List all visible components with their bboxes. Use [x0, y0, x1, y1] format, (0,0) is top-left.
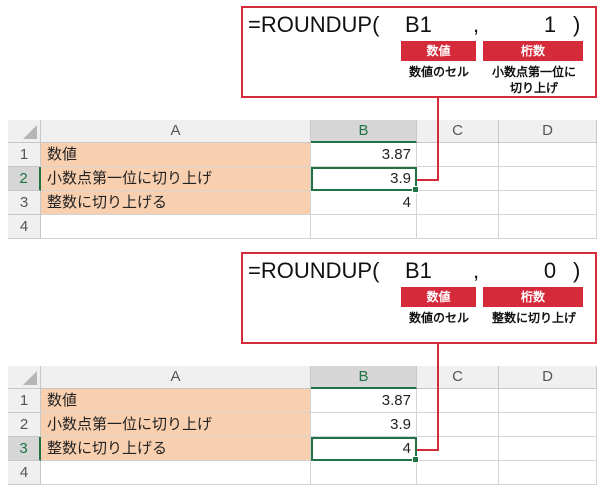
cell-c2[interactable] [417, 167, 499, 191]
cell-d2[interactable] [499, 413, 597, 437]
column-header-b[interactable]: B [311, 366, 417, 389]
cell-c3[interactable] [417, 191, 499, 215]
cell-b2-active[interactable]: 3.9 [311, 167, 419, 193]
row-header-2[interactable]: 2 [8, 413, 41, 437]
digits-badge: 桁数 [483, 41, 583, 61]
column-header-a[interactable]: A [41, 120, 311, 143]
formula-arg-number: B1 [405, 12, 432, 37]
cell-b4[interactable] [311, 461, 417, 485]
number-badge: 数値 [401, 287, 476, 307]
digits-description: 整数に切り上げ [477, 310, 591, 326]
column-header-d[interactable]: D [499, 366, 597, 389]
cell-d4[interactable] [499, 215, 597, 239]
row-header-3[interactable]: 3 [8, 437, 41, 461]
column-header-b[interactable]: B [311, 120, 417, 143]
formula-arg-digits: 1 [543, 12, 557, 37]
formula-function: =ROUNDUP( [248, 258, 380, 283]
column-header-c[interactable]: C [417, 366, 499, 389]
column-header-d[interactable]: D [499, 120, 597, 143]
formula-close-paren: ) [573, 258, 581, 283]
cell-a3[interactable]: 整数に切り上げる [41, 191, 311, 215]
formula-close-paren: ) [573, 12, 581, 37]
column-header-c[interactable]: C [417, 120, 499, 143]
cell-a3[interactable]: 整数に切り上げる [41, 437, 311, 461]
row-header-2[interactable]: 2 [8, 167, 41, 191]
formula-callout: =ROUNDUP( B1 , 0 ) 数値 桁数 数値のセル 整数に切り上げ [241, 252, 597, 344]
cell-a4[interactable] [41, 461, 311, 485]
cell-c2[interactable] [417, 413, 499, 437]
number-description: 数値のセル [408, 65, 469, 79]
row-header-3[interactable]: 3 [8, 191, 41, 215]
cell-c3[interactable] [417, 437, 499, 461]
cell-b3[interactable]: 4 [311, 191, 417, 215]
number-description: 数値のセル [408, 311, 469, 325]
digits-description-line1: 整数に切り上げ [491, 311, 576, 325]
cell-a2[interactable]: 小数点第一位に切り上げ [41, 413, 311, 437]
example-panel-2: =ROUNDUP( B1 , 0 ) 数値 桁数 数値のセル 整数に切り上げ A… [0, 246, 600, 492]
digits-description: 小数点第一位に 切り上げ [477, 64, 591, 96]
select-all-corner[interactable] [8, 366, 41, 389]
formula-function: =ROUNDUP( [248, 12, 380, 37]
cell-d1[interactable] [499, 389, 597, 413]
cell-c1[interactable] [417, 143, 499, 167]
example-panel-1: =ROUNDUP( B1 , 1 ) 数値 桁数 数値のセル 小数点第一位に 切… [8, 6, 597, 241]
cell-b2[interactable]: 3.9 [311, 413, 417, 437]
fill-handle[interactable] [412, 456, 419, 463]
cell-b4[interactable] [311, 215, 417, 239]
row-header-4[interactable]: 4 [8, 461, 41, 485]
digits-badge: 桁数 [483, 287, 583, 307]
formula-arg-number: B1 [405, 258, 432, 283]
cell-c1[interactable] [417, 389, 499, 413]
cell-b1[interactable]: 3.87 [311, 389, 417, 413]
cell-c4[interactable] [417, 461, 499, 485]
cell-d1[interactable] [499, 143, 597, 167]
spreadsheet-grid: A B C D 1 数値 3.87 2 小数点第一位に切り上げ 3.9 3 整数… [8, 366, 597, 487]
digits-description-line1: 小数点第一位に [491, 65, 576, 79]
cell-d3[interactable] [499, 191, 597, 215]
row-header-4[interactable]: 4 [8, 215, 41, 239]
digits-description-line2: 切り上げ [509, 81, 558, 95]
spreadsheet-grid: A B C D 1 数値 3.87 2 小数点第一位に切り上げ 3.9 3 整数… [8, 120, 597, 241]
row-header-1[interactable]: 1 [8, 389, 41, 413]
cell-c4[interactable] [417, 215, 499, 239]
cell-a2[interactable]: 小数点第一位に切り上げ [41, 167, 311, 191]
select-all-corner[interactable] [8, 120, 41, 143]
fill-handle[interactable] [412, 186, 419, 193]
cell-d4[interactable] [499, 461, 597, 485]
cell-b2-value: 3.9 [390, 170, 411, 187]
cell-d2[interactable] [499, 167, 597, 191]
column-header-a[interactable]: A [41, 366, 311, 389]
cell-a1[interactable]: 数値 [41, 143, 311, 167]
row-header-1[interactable]: 1 [8, 143, 41, 167]
formula-callout: =ROUNDUP( B1 , 1 ) 数値 桁数 数値のセル 小数点第一位に 切… [241, 6, 597, 98]
number-badge: 数値 [401, 41, 476, 61]
cell-b3-active[interactable]: 4 [311, 437, 419, 463]
cell-b1[interactable]: 3.87 [311, 143, 417, 167]
cell-b3-value: 4 [402, 440, 411, 457]
formula-arg-digits: 0 [543, 258, 557, 283]
formula-comma: , [473, 258, 480, 283]
cell-a4[interactable] [41, 215, 311, 239]
formula-comma: , [473, 12, 480, 37]
cell-d3[interactable] [499, 437, 597, 461]
cell-a1[interactable]: 数値 [41, 389, 311, 413]
